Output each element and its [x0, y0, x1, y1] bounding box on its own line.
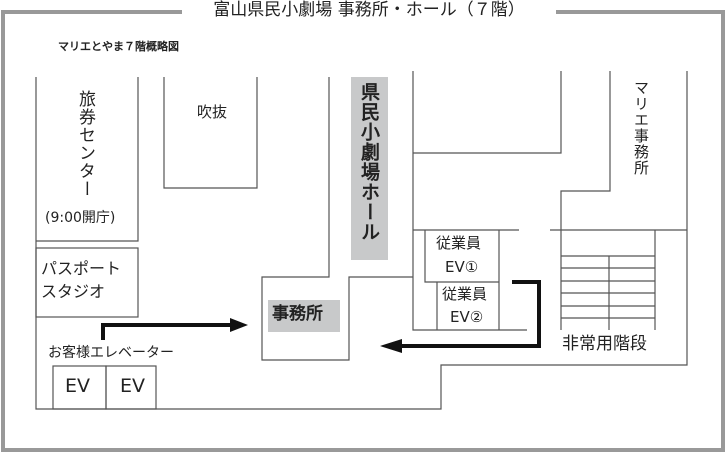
staff-ev1-label: 従業員: [436, 234, 482, 252]
hall-highlight: [351, 77, 388, 260]
walls: [35, 71, 688, 410]
page-title: 富山県民小劇場 事務所・ホール（７階）: [182, 2, 556, 19]
staff-ev1-number: EV①: [445, 258, 479, 276]
travel-hours-label: (9:00開庁): [45, 210, 116, 226]
ev-left-label: EV: [65, 375, 91, 397]
travel-center-label: 旅券センター: [75, 90, 95, 198]
arrow-from-staff-ev: [380, 280, 541, 353]
ev-box-right: [105, 365, 157, 410]
passport-studio-box: [35, 247, 139, 318]
emergency-stairs-label: 非常用階段: [562, 334, 647, 354]
staff-ev2-label: 従業員: [442, 285, 488, 303]
ev-right-label: EV: [120, 375, 146, 397]
hall-label: 県民小劇場ホール: [358, 82, 380, 242]
passport-studio-line2: スタジオ: [41, 282, 106, 301]
atrium-box: [163, 77, 258, 189]
passport-studio-line1: パスポート: [41, 259, 122, 278]
marie-office-label: マリエ事務所: [632, 80, 650, 176]
arrow-to-office: [101, 318, 248, 340]
map-subtitle: マリエとやま７階概略図: [58, 40, 179, 53]
staff-ev2-number: EV②: [450, 308, 484, 326]
office-label: 事務所: [272, 304, 323, 324]
atrium-label: 吹抜: [197, 103, 228, 121]
office-highlight: [268, 300, 340, 332]
customer-elevator-label: お客様エレベーター: [48, 345, 174, 361]
